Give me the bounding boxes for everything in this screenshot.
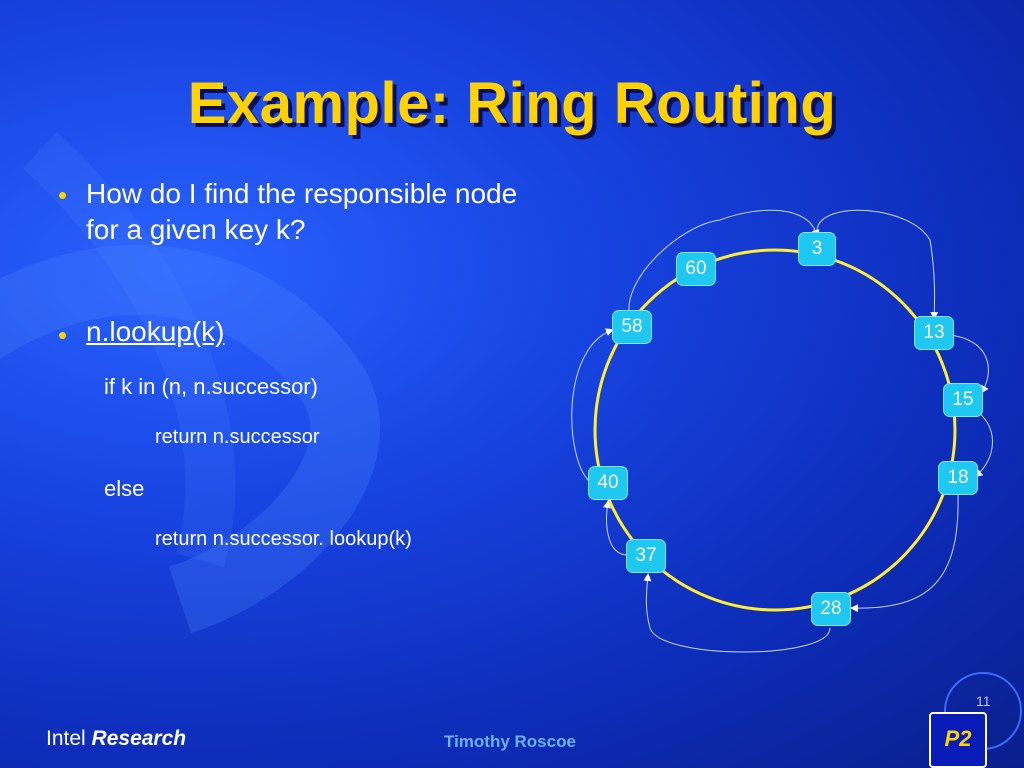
bullet-lookup: n.lookup(k) [86,316,225,347]
ring-node: 40 [588,466,628,500]
ring-node: 58 [612,310,652,344]
ring-node: 3 [798,232,836,266]
ring-node: 28 [811,592,851,626]
ring-circle [593,248,957,612]
ring-node: 18 [938,461,978,495]
code-line-if: if k in (n, n.successor) [104,374,318,399]
code-line-return-lookup: return n.successor. lookup(k) [155,528,412,550]
arrow-13-to-15 [949,334,989,394]
footer-brand-plain: Intel [46,727,86,750]
ring-node: 15 [943,383,983,417]
footer-brand-bold: Research [91,727,187,750]
slide-title: Example: Ring Routing [187,71,837,136]
arrow-15-to-18 [974,411,993,478]
arrow-18-to-28 [850,493,959,613]
arrow-3-to-13 [816,209,939,320]
arrow-37-to-40 [603,500,629,556]
bullet-icon: • [58,320,68,350]
footer-author: Timothy Roscoe [444,732,576,751]
footer-brand: Intel Research [46,727,186,751]
code-line-return-successor: return n.successor [155,426,320,448]
bullet-icon: • [58,180,68,210]
arrow-40-to-58 [571,328,614,483]
ring-node: 37 [626,539,666,573]
p2-logo: P2 [929,712,987,768]
page-number: 11 [976,693,991,709]
bullet-question: How do I find the responsible node for a… [86,178,518,245]
arrow-58-to-3 [628,209,820,319]
arrow-28-to-37 [643,573,831,653]
ring-node: 60 [676,252,716,286]
ring-node: 13 [914,316,954,350]
code-line-else: else [104,476,145,501]
